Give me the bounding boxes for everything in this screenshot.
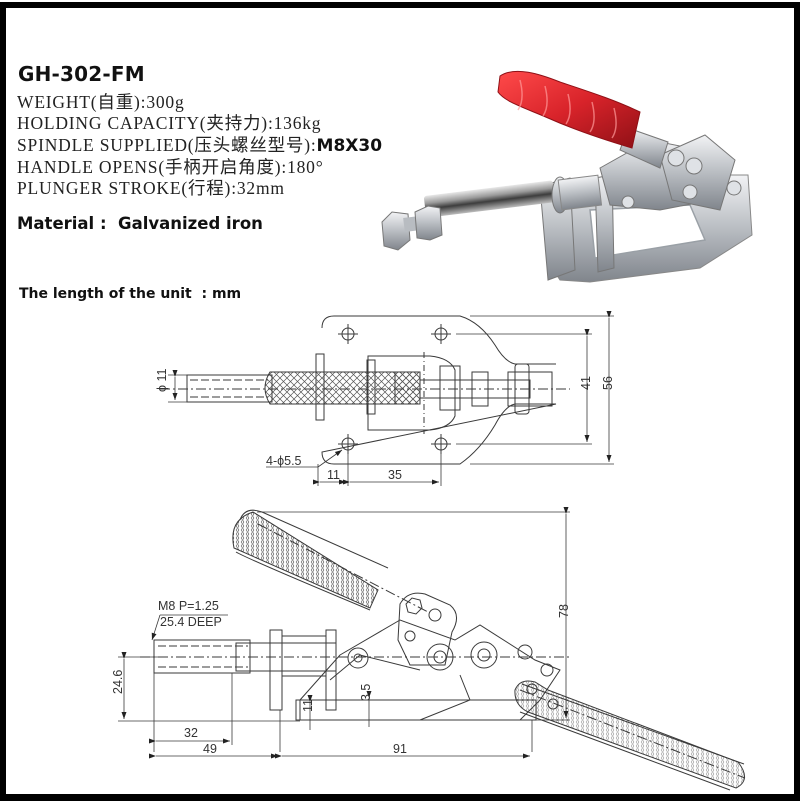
spec-value: 300g (146, 92, 185, 112)
spec-holding-capacity: HOLDING CAPACITY(夹持力):136kg (17, 113, 382, 134)
product-photo (381, 70, 753, 283)
model-title: GH-302-FM (18, 62, 145, 86)
spec-list: WEIGHT(自重):300g HOLDING CAPACITY(夹持力):13… (17, 92, 382, 199)
spec-spindle: SPINDLE SUPPLIED(压头螺丝型号):M8X30 (17, 135, 382, 157)
spec-value: 136kg (273, 113, 322, 134)
spec-handle-opens: HANDLE OPENS(手柄开启角度):180° (17, 157, 382, 178)
spec-label: HANDLE OPENS(手柄开启角度): (17, 156, 288, 177)
spec-value: 32mm (236, 178, 285, 199)
spec-value: M8X30 (316, 135, 383, 156)
spec-label: PLUNGER STROKE(行程): (17, 178, 237, 199)
material-note: Material : Galvanized iron (17, 214, 263, 233)
spec-label: SPINDLE SUPPLIED(压头螺丝型号): (17, 134, 317, 155)
spec-plunger-stroke: PLUNGER STROKE(行程):32mm (17, 178, 382, 199)
spec-weight: WEIGHT(自重):300g (17, 92, 382, 113)
spec-label: WEIGHT(自重): (17, 92, 147, 112)
spec-label: HOLDING CAPACITY(夹持力): (17, 113, 274, 134)
unit-note: The length of the unit : mm (19, 286, 242, 302)
spec-value: 180° (287, 156, 324, 177)
